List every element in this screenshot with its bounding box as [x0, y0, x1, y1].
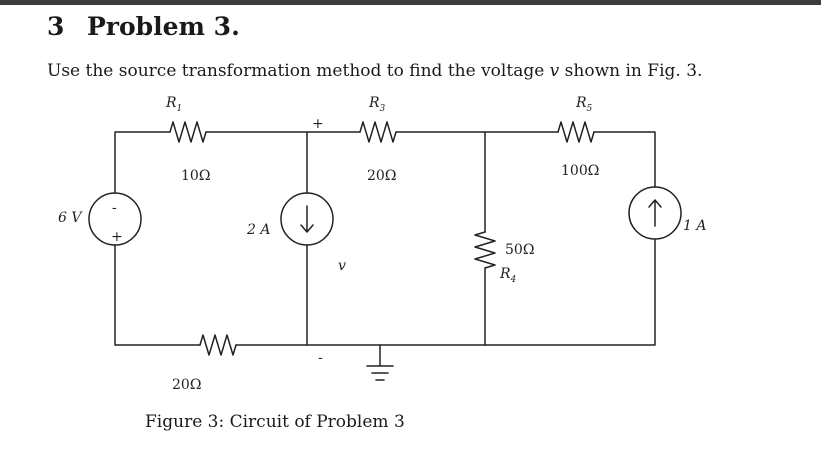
- r1-name: R1: [165, 95, 182, 114]
- figure-caption: Figure 3: Circuit of Problem 3: [145, 412, 405, 432]
- resistor-r3: [359, 121, 397, 143]
- resistor-r4: [474, 231, 496, 269]
- resistor-r2: [199, 334, 237, 356]
- section-heading: 3 Problem 3.: [47, 12, 240, 41]
- r1-value: 10Ω: [181, 168, 210, 184]
- resistor-r5: [557, 121, 595, 143]
- r2-value: 20Ω: [172, 377, 201, 393]
- is2-label: 1 A: [683, 218, 706, 234]
- current-source-1a: [628, 186, 682, 240]
- current-source-2a: [280, 192, 334, 246]
- wire-top-left: [114, 131, 171, 194]
- wire-right-lower: [484, 239, 656, 346]
- r4-value: 50Ω: [505, 242, 534, 258]
- problem-text-after: shown in Fig. 3.: [559, 61, 703, 81]
- vout-minus: -: [318, 350, 323, 366]
- voltage-source-6v: [88, 192, 142, 246]
- section-title: Problem 3.: [87, 12, 240, 41]
- vs-label: 6 V: [58, 210, 83, 226]
- r3-name: R3: [368, 95, 386, 114]
- vs-minus: -: [112, 200, 117, 216]
- r3-value: 20Ω: [367, 168, 396, 184]
- r5-name: R5: [575, 95, 593, 114]
- vout-plus: +: [312, 116, 324, 132]
- resistor-r1: [169, 121, 207, 143]
- current-arrow-down: [300, 205, 314, 233]
- wire-left-lower: [114, 244, 201, 346]
- ground-symbol: [366, 365, 394, 381]
- r4-name: R4: [499, 266, 517, 285]
- top-bar: [0, 0, 821, 5]
- section-number: 3: [47, 12, 65, 41]
- problem-statement: Use the source transformation method to …: [47, 61, 702, 81]
- problem-variable: v: [549, 61, 560, 81]
- vout-label: v: [338, 258, 346, 274]
- problem-text-before: Use the source transformation method to …: [47, 61, 550, 81]
- r5-value: 100Ω: [561, 163, 599, 179]
- wire-top-far-right: [593, 131, 656, 188]
- is1-label: 2 A: [246, 222, 270, 238]
- current-arrow-up: [648, 199, 662, 227]
- vs-plus: +: [111, 229, 123, 245]
